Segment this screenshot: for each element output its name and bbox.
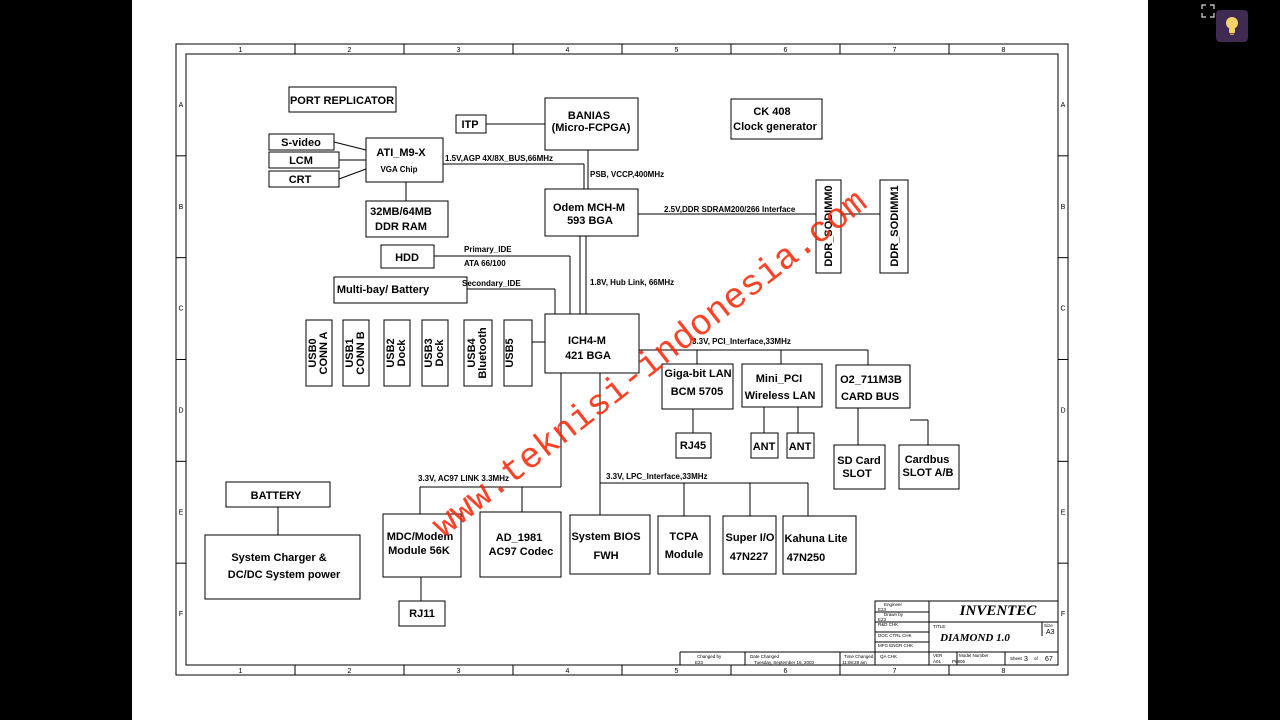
schematic-sheet xyxy=(132,0,1148,720)
lightbulb-button[interactable] xyxy=(1216,10,1248,42)
expand-icon[interactable] xyxy=(1201,4,1215,18)
lightbulb-icon xyxy=(1226,17,1238,35)
